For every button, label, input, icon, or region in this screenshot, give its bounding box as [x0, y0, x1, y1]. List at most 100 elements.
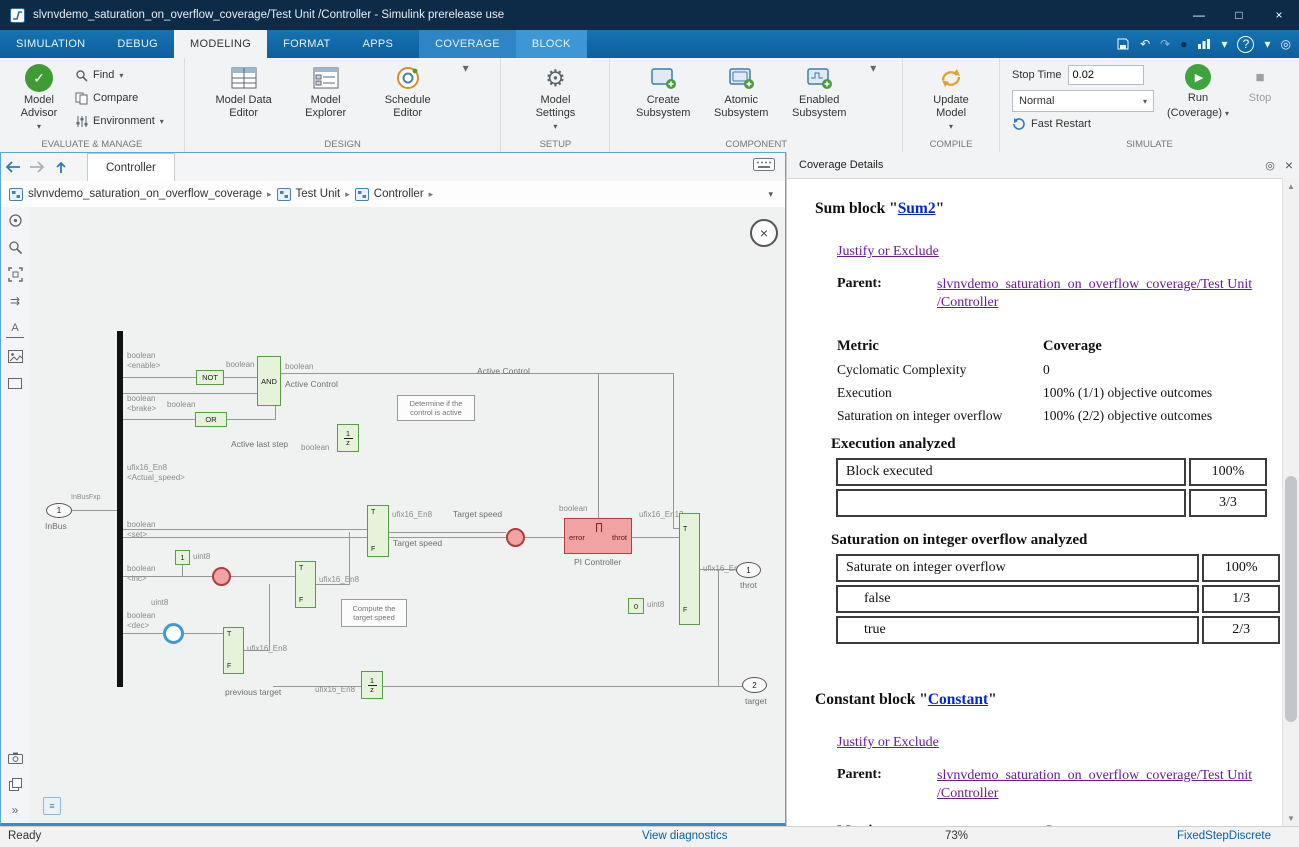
wire[interactable]	[123, 633, 163, 634]
simulation-mode-select[interactable]: Normal ▾	[1012, 90, 1154, 112]
tab-modeling[interactable]: MODELING	[174, 30, 268, 58]
tab-simulation[interactable]: SIMULATION	[16, 38, 86, 50]
close-button[interactable]: ×	[1275, 8, 1283, 22]
model-data-editor-button[interactable]: Model Data Editor	[213, 61, 275, 123]
wire[interactable]	[72, 510, 117, 511]
outport-throt[interactable]: 1	[736, 562, 761, 578]
wire[interactable]	[673, 373, 674, 529]
model-badge-icon[interactable]: ≡	[43, 797, 61, 815]
undo-icon[interactable]: ↶	[1140, 37, 1151, 51]
help-caret-icon[interactable]: ▾	[1264, 37, 1271, 51]
atomic-subsystem-button[interactable]: Atomic Subsystem	[710, 61, 772, 123]
wire[interactable]	[275, 406, 276, 420]
notifications-icon[interactable]: ◎	[1280, 37, 1291, 51]
scroll-down-icon[interactable]: ▼	[1287, 813, 1295, 823]
target-speed-switch-block[interactable]: T F	[367, 505, 389, 557]
area-icon[interactable]	[6, 374, 24, 392]
sum-block[interactable]	[212, 567, 231, 586]
wire[interactable]	[123, 393, 257, 394]
fast-restart-button[interactable]: Fast Restart	[1012, 117, 1154, 130]
scrollbar-thumb[interactable]	[1285, 476, 1297, 723]
annotation-icon[interactable]: A	[6, 319, 24, 338]
justify-or-exclude-link[interactable]: Justify or Exclude	[837, 244, 939, 259]
data-inspector-icon[interactable]	[1197, 38, 1211, 50]
wire[interactable]	[389, 532, 506, 533]
model-settings-button[interactable]: ⚙ Model Settings ▾	[524, 61, 586, 134]
document-tab-controller[interactable]: Controller	[87, 153, 175, 181]
tab-format[interactable]: FORMAT	[283, 38, 331, 50]
zoom-icon[interactable]	[6, 238, 24, 256]
fit-to-view-icon[interactable]	[6, 265, 24, 283]
wire[interactable]	[182, 565, 183, 576]
bus-line[interactable]	[117, 331, 123, 687]
maximize-button[interactable]: □	[1235, 8, 1243, 22]
outport-target[interactable]: 2	[742, 677, 767, 693]
breadcrumb-dropdown-icon[interactable]: ▾	[768, 188, 773, 199]
tab-coverage[interactable]: COVERAGE	[419, 30, 516, 58]
output-switch-block[interactable]: T F	[679, 513, 700, 625]
back-button[interactable]	[1, 156, 25, 178]
redo-icon[interactable]: ↷	[1160, 37, 1171, 51]
up-to-parent-button[interactable]	[49, 156, 73, 178]
wire[interactable]	[123, 529, 367, 530]
wire[interactable]	[632, 537, 679, 538]
annotation-note[interactable]: Determine if the control is active	[397, 395, 475, 421]
annotation-note[interactable]: Compute the target speed	[341, 599, 407, 627]
run-coverage-button[interactable]: ▶ Run (Coverage) ▾	[1167, 61, 1229, 123]
parent-link[interactable]: slvnvdemo_saturation_on_overflow_coverag…	[937, 277, 1253, 310]
wire[interactable]	[525, 537, 564, 538]
update-model-button[interactable]: Update Model ▾	[920, 61, 982, 134]
help-icon[interactable]: ?	[1237, 35, 1255, 53]
block-diagram[interactable]: 1 InBus InBusFxp NOT AND OR 1 z	[29, 207, 785, 823]
justify-or-exclude-link[interactable]: Justify or Exclude	[837, 735, 939, 750]
wire[interactable]	[718, 569, 719, 686]
component-overflow-button[interactable]: ▾	[870, 61, 877, 75]
scroll-up-icon[interactable]: ▲	[1287, 181, 1295, 191]
constant-zero-block[interactable]: 0	[628, 598, 644, 614]
constant-one-block[interactable]: 1	[175, 550, 190, 565]
switch-block[interactable]: T F	[295, 561, 316, 608]
wire[interactable]	[184, 633, 223, 634]
selected-sum-block[interactable]	[163, 623, 184, 644]
forward-button[interactable]	[25, 156, 49, 178]
image-icon[interactable]	[6, 347, 24, 365]
minimize-button[interactable]: —	[1193, 8, 1205, 22]
panel-close-icon[interactable]: ×	[1284, 157, 1293, 173]
parent-link[interactable]: slvnvdemo_saturation_on_overflow_coverag…	[937, 768, 1253, 801]
wire[interactable]	[273, 686, 361, 687]
breadcrumb-controller[interactable]: Controller	[373, 188, 424, 200]
wire[interactable]	[316, 584, 349, 585]
or-block[interactable]: OR	[195, 412, 227, 427]
viewmark-icon[interactable]	[6, 749, 24, 767]
breadcrumb-root[interactable]: slvnvdemo_saturation_on_overflow_coverag…	[28, 188, 262, 200]
tab-block[interactable]: BLOCK	[515, 30, 587, 58]
and-block[interactable]: AND	[257, 356, 281, 406]
close-overlay-button[interactable]: ×	[750, 219, 778, 247]
compare-button[interactable]: Compare	[72, 88, 167, 108]
wire[interactable]	[227, 419, 275, 420]
pi-controller-block[interactable]: error ∏ throt	[564, 518, 632, 554]
panel-menu-icon[interactable]: ◎	[1265, 159, 1275, 172]
view-diagnostics-link[interactable]: View diagnostics	[642, 830, 728, 842]
stop-button[interactable]: ■ Stop	[1229, 61, 1291, 108]
unit-delay-block[interactable]: 1 z	[337, 424, 359, 452]
environment-button[interactable]: Environment ▾	[72, 111, 167, 131]
enabled-subsystem-button[interactable]: Enabled Subsystem	[788, 61, 850, 123]
sum2-block[interactable]	[506, 528, 525, 547]
find-button[interactable]: Find ▾	[72, 65, 167, 85]
data-inspector-caret-icon[interactable]: ▾	[1221, 37, 1228, 51]
model-explorer-button[interactable]: Model Explorer	[295, 61, 357, 123]
schedule-editor-button[interactable]: Schedule Editor	[377, 61, 439, 123]
copy-view-icon[interactable]	[6, 775, 24, 793]
wire[interactable]	[673, 528, 679, 529]
wire[interactable]	[598, 373, 599, 518]
expand-strip-icon[interactable]: »	[11, 803, 19, 817]
record-icon[interactable]: ●	[1180, 37, 1188, 51]
model-browser-icon[interactable]	[6, 211, 24, 229]
wire[interactable]	[123, 377, 196, 378]
stop-time-input[interactable]	[1067, 65, 1144, 85]
not-block[interactable]: NOT	[196, 370, 224, 385]
tab-debug[interactable]: DEBUG	[117, 38, 159, 50]
switch-block[interactable]: T F	[223, 627, 244, 674]
create-subsystem-button[interactable]: Create Subsystem	[632, 61, 694, 123]
